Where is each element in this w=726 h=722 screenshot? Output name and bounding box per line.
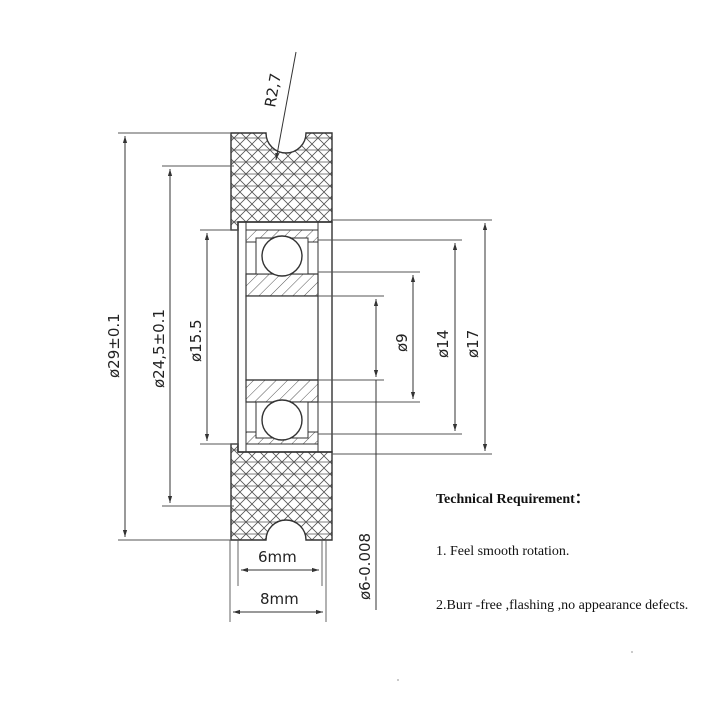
ball-top — [261, 235, 303, 277]
speck — [631, 651, 633, 653]
extension-lines — [118, 132, 492, 622]
requirement-item-2: 2.Burr -free ,flashing ,no appearance de… — [436, 598, 689, 613]
total-width-label: 8mm — [260, 590, 299, 608]
radius-leader — [275, 51, 297, 161]
groove-width-label: 6mm — [258, 548, 297, 566]
ball-bottom — [261, 399, 303, 441]
groove-diameter-label: ø24,5±0.1 — [150, 309, 168, 388]
bearing-inner-label: ø14 — [434, 330, 452, 358]
outer-diameter-label: ø29±0.1 — [105, 313, 123, 378]
wheel-top-section — [230, 132, 333, 231]
speck — [397, 679, 399, 681]
bore-diameter-label: ø9 — [393, 333, 411, 352]
hub-diameter-label: ø15.5 — [187, 319, 205, 362]
technical-requirement-title: Technical Requirement： — [436, 492, 589, 507]
shaft-diameter-label: ø6-0.008 — [356, 533, 374, 600]
bearing-section — [237, 221, 333, 453]
radius-label: R2,7 — [261, 72, 285, 109]
bearing-outer-label: ø17 — [464, 330, 482, 358]
dimension-lines — [122, 51, 488, 615]
wheel-bottom-section — [230, 443, 333, 541]
requirement-item-1: 1. Feel smooth rotation. — [436, 544, 570, 559]
